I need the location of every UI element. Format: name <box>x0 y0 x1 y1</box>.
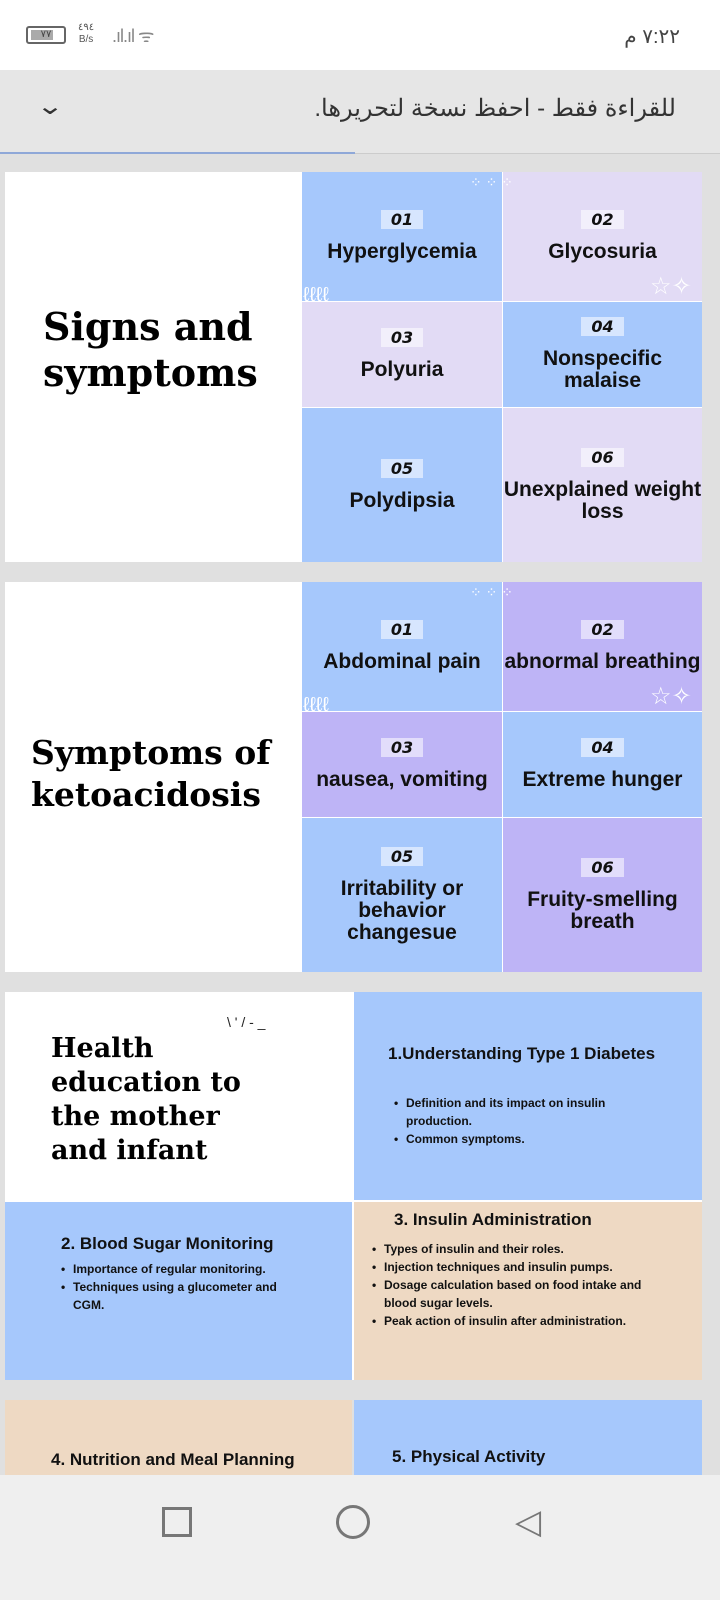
card-number: 06 <box>581 447 624 467</box>
signal-wifi-icon: .ıl.ıl ᯤ <box>112 26 154 46</box>
dots-decoration-icon: ⁘ ⁘ ⁘ <box>470 584 513 600</box>
section-monitoring: 2. Blood Sugar Monitoring Importance of … <box>5 1202 352 1380</box>
chevron-down-icon[interactable]: ⌄ <box>35 93 65 120</box>
section-physical: 5. Physical Activity <box>354 1400 702 1475</box>
card-number: 03 <box>380 328 424 347</box>
section-heading: 2. Blood Sugar Monitoring <box>61 1234 274 1253</box>
bullet: Injection techniques and insulin pumps. <box>372 1258 672 1276</box>
card-label: nausea, vomiting <box>316 768 488 791</box>
card-label: Irritability or behavior changesue <box>340 876 464 944</box>
bullet: Definition and its impact on insulin pro… <box>394 1094 634 1130</box>
bullet: Importance of regular monitoring. <box>61 1260 301 1278</box>
bullet: Techniques using a glucometer and CGM. <box>61 1278 301 1314</box>
slide-title: Signs and symptoms <box>43 304 258 395</box>
card-number: 01 <box>380 620 424 639</box>
dots-decoration-icon: ⁘ ⁘ ⁘ <box>470 174 513 190</box>
clock: ٧:٢٢ م <box>624 26 680 48</box>
bullet: Peak action of insulin after administrat… <box>372 1312 672 1330</box>
section-heading: 4. Nutrition and Meal Planning <box>51 1450 295 1469</box>
battery-icon: ٧٧ <box>26 26 66 44</box>
card-label: Glycosuria <box>548 240 657 263</box>
speed-unit: B/s <box>78 34 94 45</box>
card-number: 02 <box>581 210 624 229</box>
bullet: Dosage calculation based on food intake … <box>372 1276 672 1312</box>
battery-level: ٧٧ <box>40 29 52 40</box>
home-button[interactable] <box>336 1505 370 1539</box>
read-only-message: للقراءة فقط - احفظ نسخة لتحريرها. <box>314 95 676 122</box>
stars-decoration-icon: ☆✧ <box>650 683 692 710</box>
read-only-banner: للقراءة فقط - احفظ نسخة لتحريرها. ⌄ <box>0 70 720 154</box>
card-number: 04 <box>581 738 624 757</box>
bullet: Common symptoms. <box>394 1130 634 1148</box>
sparkle-decoration-icon: \ ' / ‐ _ <box>227 1014 266 1030</box>
card-number: 02 <box>581 620 624 639</box>
speed-value: ٤٩٤ <box>78 22 95 33</box>
section-nutrition: 4. Nutrition and Meal Planning <box>5 1400 352 1475</box>
scroll-progress <box>0 152 355 154</box>
section-understanding: 1.Understanding Type 1 Diabetes Definiti… <box>354 992 702 1200</box>
card-label: Abdominal pain <box>323 650 481 673</box>
card-label: Polyuria <box>360 358 444 381</box>
back-button[interactable]: ◁ <box>515 1503 542 1541</box>
section-heading: 3. Insulin Administration <box>394 1210 592 1229</box>
card-label: Fruity-smelling breath <box>527 887 678 933</box>
card-label: Extreme hunger <box>522 768 683 791</box>
card-label: abnormal breathing <box>504 650 701 673</box>
swirl-decoration-icon: ℓℓℓℓ <box>303 284 329 306</box>
card-label: Unexplained weight loss <box>503 477 702 523</box>
slide-title: Symptoms of ketoacidosis <box>31 733 271 814</box>
card-number: 05 <box>380 846 424 866</box>
bullet: Types of insulin and their roles. <box>372 1240 672 1258</box>
section-insulin: 3. Insulin Administration Types of insul… <box>354 1202 702 1380</box>
card-label: Polydipsia <box>349 488 455 512</box>
section-heading: 1.Understanding Type 1 Diabetes <box>388 1044 656 1063</box>
card-label: Nonspecific malaise <box>542 347 663 392</box>
recents-button[interactable] <box>162 1507 192 1537</box>
card-number: 05 <box>380 458 424 478</box>
swirl-decoration-icon: ℓℓℓℓ <box>303 694 329 716</box>
card-label: Hyperglycemia <box>327 240 477 263</box>
slide-partial[interactable]: 4. Nutrition and Meal Planning 5. Physic… <box>5 1400 702 1475</box>
card-number: 01 <box>380 210 424 229</box>
stars-decoration-icon: ☆✧ <box>650 273 692 300</box>
slide-title: Health education to the mother and infan… <box>51 1033 241 1166</box>
section-heading: 5. Physical Activity <box>392 1447 546 1466</box>
navigation-bar: ◁ <box>0 1475 720 1600</box>
card-number: 03 <box>380 738 424 757</box>
card-number: 04 <box>581 317 624 336</box>
symptom-card: 02 abnormal breathing <box>503 582 702 711</box>
card-number: 06 <box>581 857 624 877</box>
slide-health-education[interactable]: Health education to the mother and infan… <box>5 992 702 1380</box>
symptom-card: 03 nausea, vomiting <box>302 712 502 817</box>
